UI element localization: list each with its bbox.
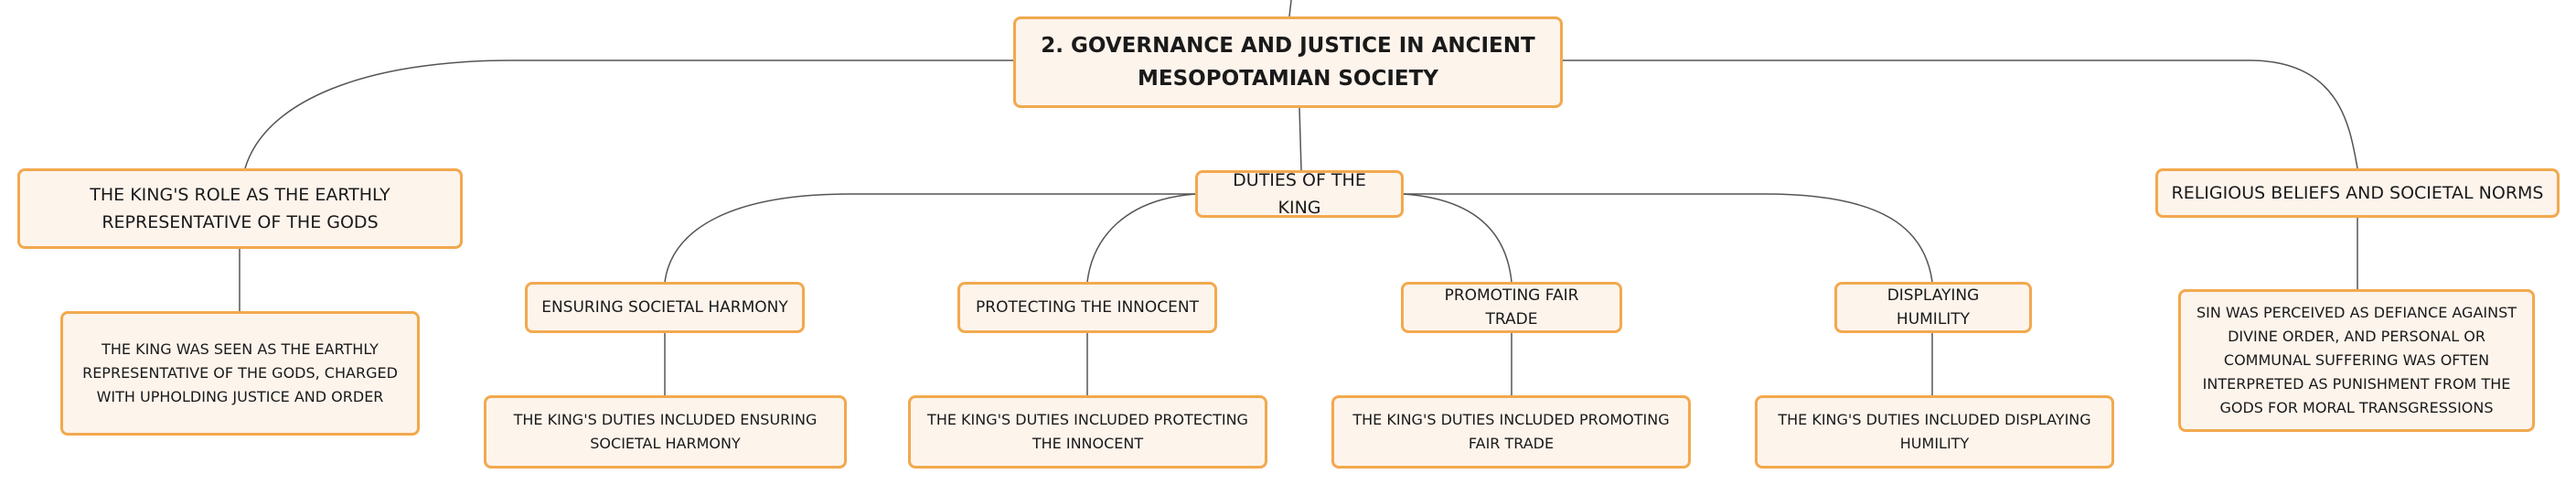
topic-religious-beliefs[interactable]: Religious Beliefs and Societal Norms <box>2155 168 2560 218</box>
detail-king-role[interactable]: The king was seen as the earthly represe… <box>60 311 420 436</box>
detail-ensuring-harmony[interactable]: The King's duties included ensuring soci… <box>484 395 847 469</box>
connector-duties-to-harmony <box>664 193 1195 283</box>
connector-root-to-king-role <box>244 59 1013 169</box>
topic-duties-of-king[interactable]: Duties of the King <box>1195 170 1404 218</box>
detail-protecting-innocent[interactable]: The King's duties included protecting th… <box>908 395 1267 469</box>
subtopic-promoting-trade[interactable]: Promoting Fair Trade <box>1401 282 1622 333</box>
detail-displaying-humility[interactable]: The King's duties included displaying hu… <box>1755 395 2114 469</box>
connector-root-to-duties <box>1299 107 1302 171</box>
connector-top-stub <box>1288 0 1292 17</box>
connector-duties-to-innocent <box>1086 193 1196 283</box>
topic-king-role[interactable]: The King's Role as the Earthly Represent… <box>17 168 463 249</box>
subtopic-displaying-humility[interactable]: Displaying Humility <box>1834 282 2032 333</box>
root-topic[interactable]: 2. Governance and Justice in Ancient Mes… <box>1013 16 1563 108</box>
subtopic-ensuring-harmony[interactable]: Ensuring Societal Harmony <box>525 282 805 333</box>
detail-religious-beliefs[interactable]: Sin was perceived as defiance against di… <box>2178 289 2535 432</box>
connector-duties-to-trade <box>1403 193 1512 283</box>
connector-duties-to-humility <box>1404 193 1933 283</box>
subtopic-protecting-innocent[interactable]: Protecting the Innocent <box>957 282 1217 333</box>
connector-root-to-religion <box>1563 59 2358 169</box>
detail-promoting-trade[interactable]: The King's duties included promoting fai… <box>1331 395 1691 469</box>
